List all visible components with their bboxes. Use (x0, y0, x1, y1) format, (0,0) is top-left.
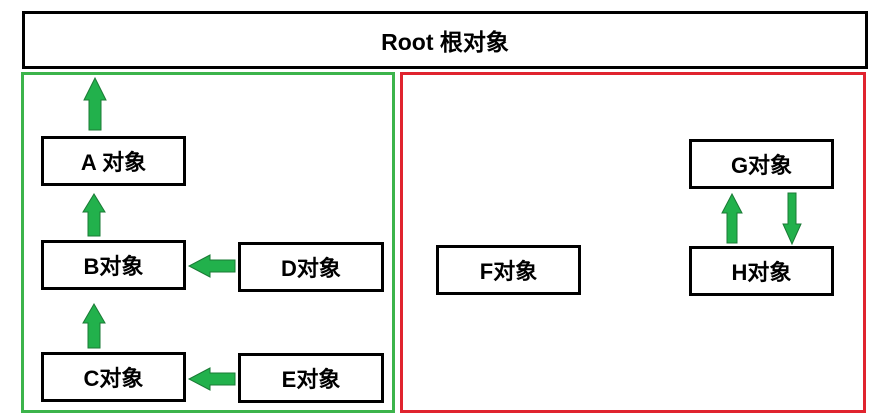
reachable-group-frame (21, 72, 395, 413)
object-f-box: F对象 (436, 245, 581, 295)
unreachable-group-frame (400, 72, 866, 413)
object-d-label: D对象 (281, 256, 341, 281)
object-a-box: A 对象 (41, 136, 186, 186)
object-b-label: B对象 (83, 254, 144, 279)
arrow-e-to-c (187, 367, 236, 391)
object-c-label: C对象 (83, 366, 144, 391)
object-a-label: A 对象 (80, 150, 147, 175)
root-object-label: Root 根对象 (381, 29, 509, 55)
object-b-box: B对象 (41, 240, 186, 290)
object-h-box: H对象 (689, 246, 834, 296)
object-e-label: E对象 (281, 367, 341, 392)
arrow-b-to-a (82, 193, 106, 237)
arrow-h-to-g (721, 192, 743, 244)
object-c-box: C对象 (41, 352, 186, 402)
object-d-box: D对象 (238, 242, 384, 292)
arrow-g-to-h (782, 192, 802, 246)
root-object-box: Root 根对象 (22, 11, 868, 69)
object-e-box: E对象 (238, 353, 384, 403)
object-g-box: G对象 (689, 139, 834, 189)
arrow-a-to-root (83, 76, 107, 131)
arrow-c-to-b (82, 303, 106, 349)
arrow-d-to-b (187, 254, 236, 278)
object-g-label: G对象 (730, 153, 793, 178)
object-f-label: F对象 (479, 259, 538, 284)
object-h-label: H对象 (731, 260, 792, 285)
